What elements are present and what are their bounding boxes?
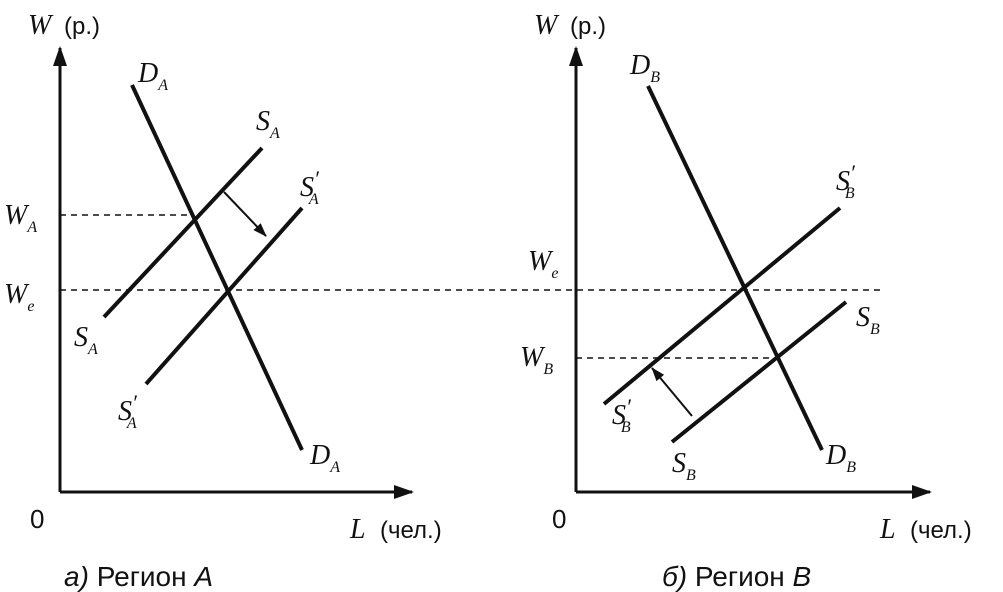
label-sb-top: SB <box>856 302 880 338</box>
caption-region-a: а) Регион A <box>64 561 213 592</box>
x-axis-unit-b: (чел.) <box>910 517 972 544</box>
label-db-top: DB <box>629 50 660 86</box>
label-da-bottom: DA <box>309 440 340 476</box>
y-axis-var-a: W <box>28 10 54 41</box>
supply-curve-a <box>102 146 264 319</box>
x-axis-var-a: L <box>349 514 366 545</box>
y-axis-unit-a: (р.) <box>64 13 100 40</box>
origin-b: 0 <box>552 504 566 534</box>
panel-region-b: W (р.) 0 L (чел.) We WB DB DB S′B S′B SB… <box>520 10 972 592</box>
we-label-a: We <box>4 279 34 315</box>
label-sb-bottom: SB <box>672 448 696 484</box>
label-da-top: DA <box>137 58 168 94</box>
we-label-b: We <box>528 246 558 282</box>
demand-curve-b <box>646 85 824 451</box>
label-sa-bottom: SA <box>74 322 98 358</box>
y-axis-var-b: W <box>534 10 560 41</box>
origin-a: 0 <box>30 504 44 534</box>
label-sa-prime-top: S′A <box>300 166 320 208</box>
label-db-bottom: DB <box>825 440 856 476</box>
supply-curve-b-shifted <box>602 206 842 406</box>
supply-curve-a-shifted <box>144 206 304 386</box>
x-axis-var-b: L <box>879 514 896 545</box>
shift-arrow-b <box>651 367 693 417</box>
wa-label: WA <box>4 200 37 236</box>
x-axis-unit-a: (чел.) <box>380 517 442 544</box>
wb-label: WB <box>520 342 553 378</box>
label-sb-prime-bottom: S′B <box>612 394 632 436</box>
demand-curve-a <box>130 84 304 451</box>
panel-region-a: W (р.) 0 L (чел.) WA We DA DA SA SA S′A … <box>4 10 880 592</box>
label-sb-prime-top: S′B <box>836 160 856 202</box>
label-sa-prime-bottom: S′A <box>118 390 138 432</box>
supply-curve-b <box>670 300 848 444</box>
label-sa-top: SA <box>256 106 280 142</box>
y-axis-unit-b: (р.) <box>570 13 606 40</box>
caption-region-b: б) Регион B <box>662 561 811 592</box>
shift-arrow-a <box>223 191 267 237</box>
